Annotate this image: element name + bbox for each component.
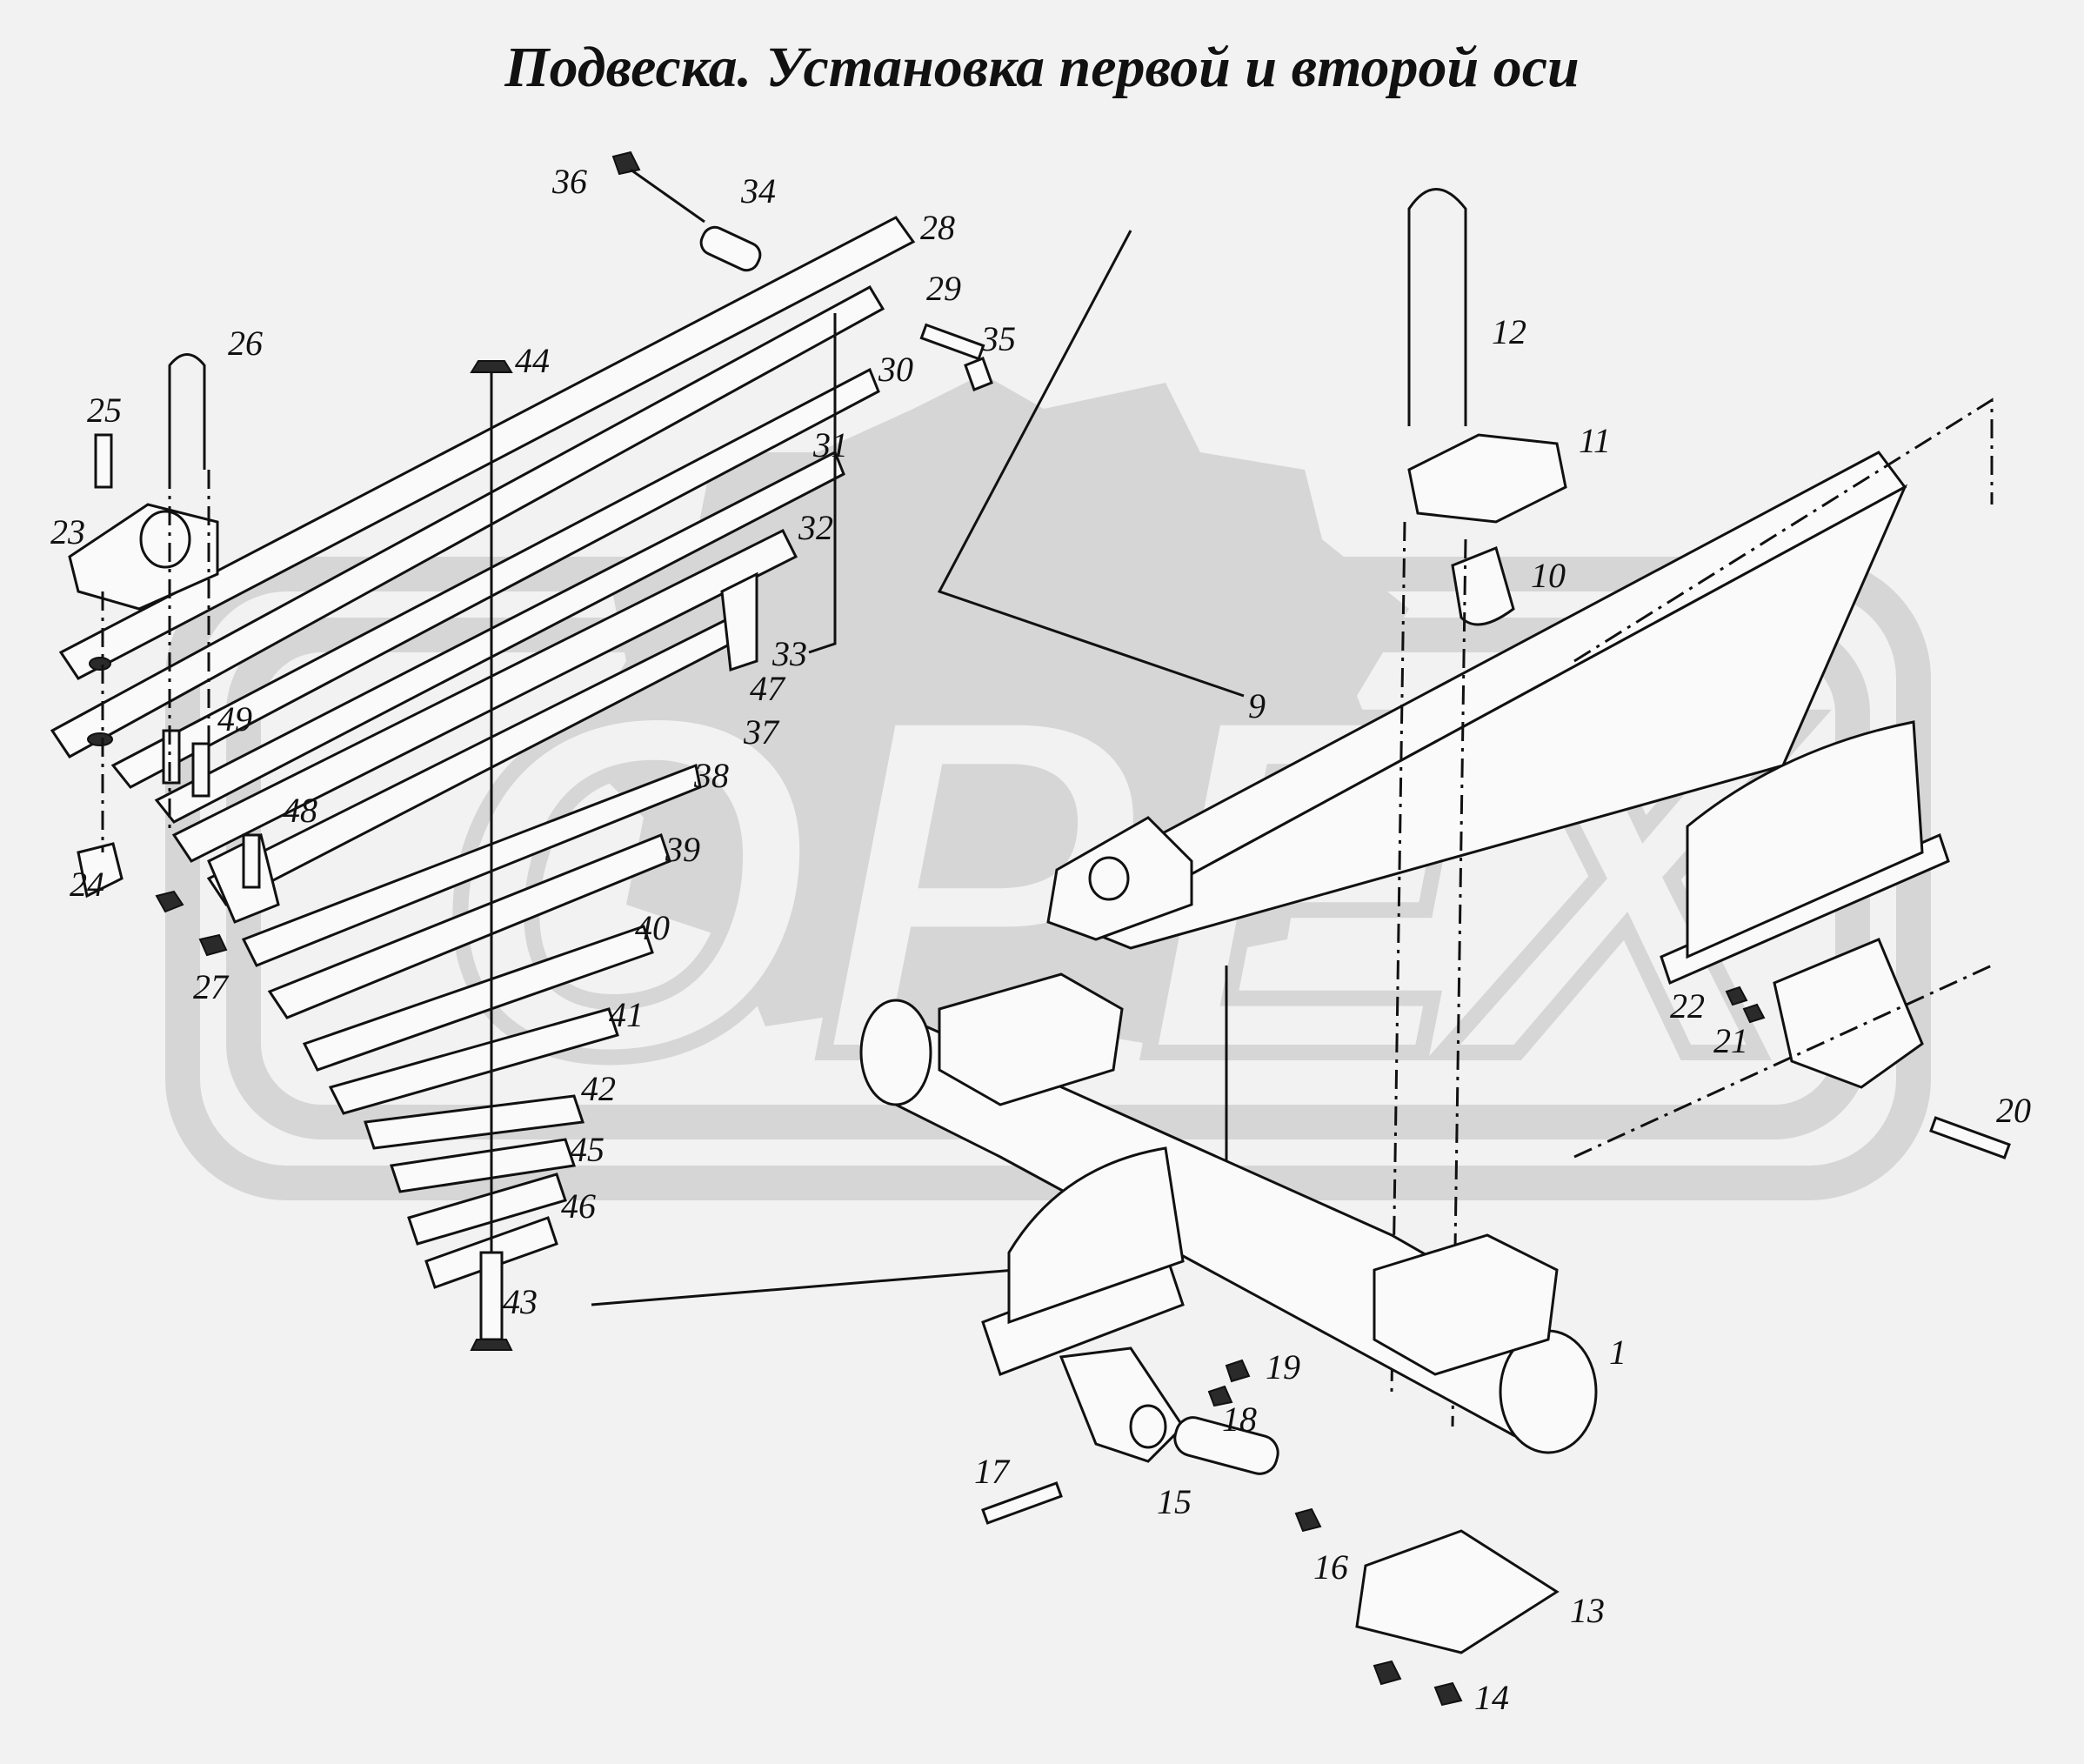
bolt-35 [919, 323, 985, 361]
callout-25: 25 [87, 391, 122, 430]
nut-22 [1725, 986, 1748, 1006]
callout-32: 32 [798, 508, 833, 547]
leaf-46 [407, 1173, 567, 1246]
callout-29: 29 [926, 269, 961, 308]
bolt-25 [94, 433, 113, 489]
nut-27 [198, 933, 228, 957]
leaf-31 [154, 450, 845, 824]
callout-45: 45 [570, 1130, 604, 1169]
callout-38: 38 [693, 756, 729, 795]
bolt-17 [981, 1481, 1063, 1525]
leaf-41 [328, 1007, 619, 1115]
callout-26: 26 [228, 324, 263, 363]
callout-42: 42 [581, 1069, 616, 1108]
pin-34 [699, 225, 762, 272]
callout-48: 48 [283, 791, 317, 830]
leaf-28 [58, 216, 916, 680]
callout-49: 49 [217, 699, 252, 738]
nut-44 [470, 360, 513, 373]
callout-10: 10 [1531, 556, 1566, 595]
callout-35: 35 [980, 319, 1016, 358]
callout-47: 47 [750, 669, 786, 708]
callout-19: 19 [1266, 1347, 1300, 1386]
callout-1: 1 [1609, 1333, 1626, 1372]
callout-18: 18 [1222, 1400, 1257, 1439]
leaf-29 [50, 284, 885, 758]
leaf-32 [171, 528, 798, 863]
callout-11: 11 [1579, 421, 1611, 460]
callout-41: 41 [609, 995, 644, 1034]
leaf-39 [267, 833, 671, 1019]
callout-43: 43 [503, 1282, 538, 1321]
callout-22: 22 [1670, 986, 1705, 1026]
bolt-49b [191, 742, 210, 798]
leaf-30 [110, 367, 880, 789]
leaf-spring-exploded [50, 150, 1245, 1351]
callout-23: 23 [50, 512, 85, 551]
spring-pad-11 [1407, 433, 1567, 524]
callout-15: 15 [1157, 1482, 1192, 1521]
leader-9 [937, 230, 1245, 698]
nut-36 [611, 150, 641, 176]
callout-24: 24 [70, 865, 104, 904]
bolt-20 [1929, 1116, 2011, 1159]
axle-pad-left [938, 972, 1124, 1106]
pin-15 [1173, 1416, 1279, 1475]
bump-stop-10 [1451, 545, 1515, 626]
callout-20: 20 [1996, 1091, 2031, 1130]
washer-18 [1207, 1385, 1233, 1407]
callout-13: 13 [1570, 1591, 1605, 1630]
washer-21 [1742, 1003, 1766, 1024]
callout-17: 17 [974, 1452, 1011, 1491]
callout-36: 36 [551, 162, 587, 201]
bolt-48 [242, 833, 261, 889]
callout-28: 28 [920, 208, 955, 247]
nut-14 [1433, 1681, 1463, 1707]
axle-pad-right [1373, 1233, 1559, 1376]
callout-40: 40 [635, 908, 670, 947]
spring-plate-13 [1355, 1529, 1560, 1654]
callout-44: 44 [515, 341, 550, 380]
bolt-16 [1294, 1507, 1322, 1533]
leaf-40 [302, 925, 654, 1072]
nut-24 [77, 842, 124, 899]
diagram-title: Подвеска. Установка первой и второй оси [504, 36, 1580, 99]
callout-14: 14 [1474, 1678, 1509, 1717]
callout-31: 31 [812, 425, 848, 464]
callout-34: 34 [740, 171, 776, 210]
callout-9: 9 [1248, 686, 1266, 725]
clamp-33 [720, 571, 758, 672]
callout-33: 33 [771, 634, 807, 673]
assembled-suspension [859, 188, 2011, 1707]
callout-37: 37 [743, 712, 780, 752]
callout-30: 30 [878, 350, 913, 389]
callout-39: 39 [665, 830, 700, 869]
callout-12: 12 [1492, 312, 1526, 351]
center-bolt-43 [479, 1251, 504, 1341]
leaf-45 [390, 1138, 576, 1193]
u-bolt-26 [168, 353, 206, 470]
u-bolt-12 [1407, 188, 1467, 426]
nut-19 [1225, 1359, 1251, 1383]
bolt-49a [162, 729, 181, 785]
callout-labels: 1 9 10 11 12 13 14 15 16 17 18 19 20 21 … [50, 162, 2031, 1717]
leaf-42 [363, 1094, 585, 1150]
callout-16: 16 [1313, 1547, 1348, 1587]
callout-21: 21 [1713, 1021, 1748, 1060]
callout-46: 46 [561, 1186, 596, 1226]
leaf-38 [241, 763, 702, 967]
callout-27: 27 [193, 967, 230, 1006]
